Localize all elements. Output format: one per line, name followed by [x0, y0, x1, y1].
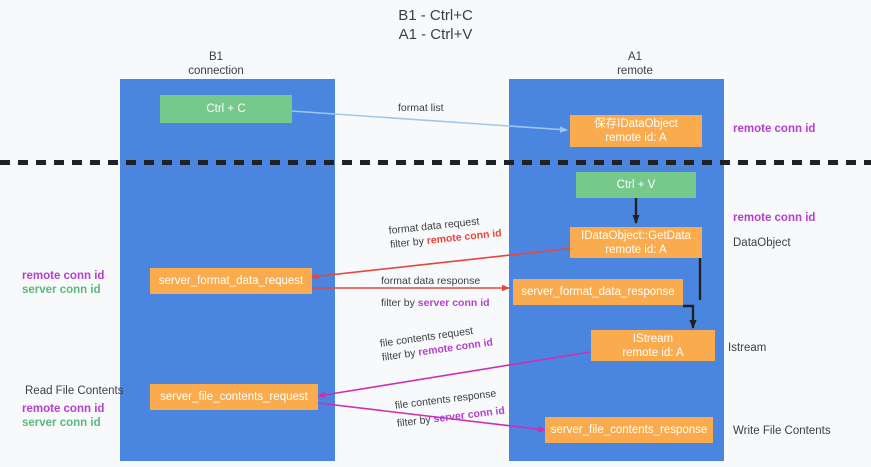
phase-divider — [0, 160, 871, 165]
side-label-istream: Istream — [728, 342, 767, 354]
node-save-idataobject[interactable]: 保存IDataObject remote id: A — [570, 115, 702, 147]
edge-label-format-data-response-text: format data response — [381, 275, 481, 287]
edge-label-format-data-response-filter: filter by server conn id — [381, 296, 490, 310]
filter-prefix: filter by — [396, 413, 435, 430]
node-idataobject-getdata[interactable]: IDataObject::GetData remote id: A — [570, 227, 702, 258]
side-label-left2-remote-conn-id: remote conn id — [22, 403, 105, 415]
filter-prefix: filter by — [389, 235, 428, 251]
side-label-left2-server-conn-id: server conn id — [22, 417, 101, 429]
edge-label-format-data-request: format data request filter by remote con… — [388, 212, 502, 252]
side-label-read-file-contents: Read File Contents — [25, 385, 124, 397]
side-label-write-file-contents: Write File Contents — [733, 425, 831, 437]
filter-prefix: filter by — [381, 297, 418, 309]
filter-prefix: filter by — [381, 346, 420, 364]
side-label-remote-conn-id-middle: remote conn id — [733, 212, 816, 224]
node-ctrl-c[interactable]: Ctrl + C — [160, 95, 292, 123]
lane-header-a1: A1 remote — [617, 51, 653, 77]
node-ctrl-v[interactable]: Ctrl + V — [576, 172, 696, 198]
side-label-left-remote-conn-id: remote conn id — [22, 270, 105, 282]
edge-label-format-list: format list — [398, 102, 444, 114]
edge-label-format-data-response: format data response filter by server co… — [381, 274, 490, 310]
node-server-file-contents-request[interactable]: server_file_contents_request — [150, 384, 318, 410]
node-server-format-data-request[interactable]: server_format_data_request — [150, 268, 312, 294]
filter-value: server conn id — [432, 404, 506, 426]
lane-header-b1: B1 connection — [188, 51, 244, 77]
diagram-title: B1 - Ctrl+C A1 - Ctrl+V — [398, 7, 473, 43]
node-istream[interactable]: IStream remote id: A — [591, 330, 715, 361]
side-label-remote-conn-id-top: remote conn id — [733, 123, 816, 135]
node-server-file-contents-response[interactable]: server_file_contents_response — [545, 417, 713, 443]
edge-label-file-contents-response: file contents response filter by server … — [394, 386, 506, 431]
side-label-dataobject: DataObject — [733, 237, 791, 249]
side-label-left-server-conn-id: server conn id — [22, 284, 101, 296]
filter-value: server conn id — [417, 297, 490, 309]
edge-label-file-contents-request: file contents request filter by remote c… — [379, 321, 494, 364]
node-server-format-data-response[interactable]: server_format_data_response — [513, 279, 683, 305]
